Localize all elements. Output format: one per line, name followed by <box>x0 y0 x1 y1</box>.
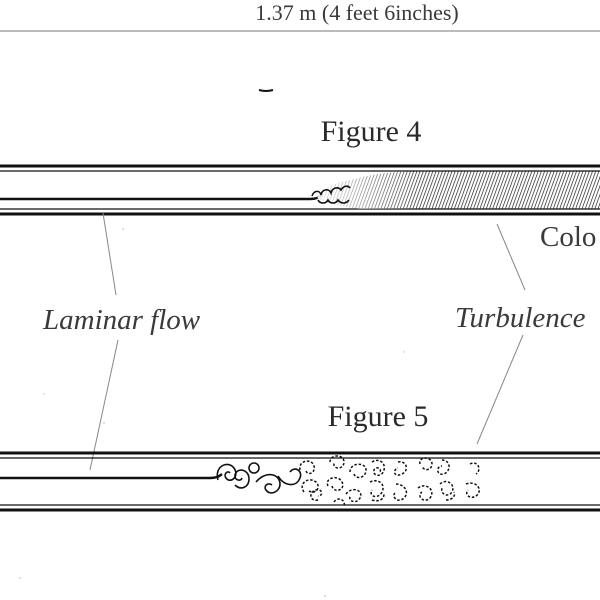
turbulence-leader-bottom <box>476 334 524 445</box>
paper-specks <box>19 228 405 597</box>
figure4-tube <box>0 164 600 216</box>
turbulence-label: Turbulence <box>455 302 586 334</box>
figure4-turbulent-fade <box>317 171 600 209</box>
figure4-curl-edge <box>311 185 351 204</box>
laminar-leader-top <box>102 212 117 296</box>
laminar-flow-label: Laminar flow <box>42 304 201 336</box>
figure5-dye-streak <box>0 473 223 480</box>
figure5-dashed-eddies <box>299 455 480 507</box>
dimension-label: 1.37 m (4 feet 6inches) <box>255 0 458 25</box>
laminar-leader-bottom <box>89 339 119 471</box>
figure5-title: Figure 5 <box>328 400 429 433</box>
figure5-eddies <box>216 462 302 494</box>
figure5-tube <box>0 451 600 512</box>
turbulence-leader-top <box>496 223 526 291</box>
figure4-dye-streak <box>0 194 323 201</box>
figure4-side-label: Colo <box>540 221 596 253</box>
figure4-title: Figure 4 <box>321 115 422 148</box>
ink-mark <box>258 89 274 92</box>
